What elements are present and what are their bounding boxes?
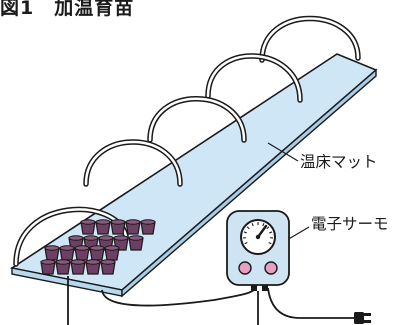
dial-tick	[266, 226, 270, 230]
thermostat-button-right	[264, 261, 278, 275]
dial-tick	[244, 241, 248, 245]
seedling-pot-rim	[74, 245, 90, 251]
seedling-pot-rim	[55, 259, 71, 265]
seedling-pot-rim	[70, 259, 86, 265]
thermostat-leader-line	[286, 226, 310, 241]
seedling-pot-rim	[40, 259, 56, 265]
dial-tick	[262, 223, 265, 227]
seedling-pot-rim	[140, 219, 156, 225]
seedling-pot-rim	[104, 245, 120, 251]
seedling-pot-rim	[98, 235, 114, 241]
dial-tick	[269, 231, 273, 234]
seedling-pot-rim	[113, 235, 129, 241]
seedling-pot-rim	[89, 245, 105, 251]
dial-tick	[268, 241, 272, 245]
seedling-pot-rim	[128, 235, 144, 241]
seedling-pot-rim	[44, 245, 60, 251]
seedling-pot-rim	[100, 259, 116, 265]
mat-side-edge	[121, 68, 377, 298]
thermostat-connector-right	[262, 285, 268, 291]
hoop-1	[259, 15, 361, 63]
dial-tick	[246, 226, 250, 230]
dial-tick	[243, 231, 247, 234]
electronic-thermostat	[226, 210, 290, 291]
seedling-pot-rim	[125, 219, 141, 225]
dial-ticks	[242, 222, 274, 245]
seedling-pot-rim	[80, 219, 96, 225]
dial-needle	[256, 224, 268, 239]
seedling-pots	[40, 219, 156, 275]
seedling-pot-rim	[68, 235, 84, 241]
seedling-pot-rim	[59, 245, 75, 251]
mat-cable	[101, 287, 257, 307]
heating-mat-label: 温床マット	[300, 153, 378, 171]
dial-tick	[251, 223, 254, 227]
thermostat-connector-left	[251, 285, 257, 291]
thermostat-button-left	[238, 261, 252, 275]
figure-title: 図1 加温育苗	[0, 0, 135, 19]
power-plug-icon	[354, 312, 371, 324]
seedling-pot-rim	[95, 219, 111, 225]
seedling-pot-rim	[85, 259, 101, 265]
thermostat-label: 電子サーモ	[311, 215, 389, 233]
power-cable	[267, 287, 354, 319]
mat-leader-line	[267, 142, 299, 162]
seedling-pot-rim	[110, 219, 126, 225]
seedling-pot-rim	[83, 235, 99, 241]
